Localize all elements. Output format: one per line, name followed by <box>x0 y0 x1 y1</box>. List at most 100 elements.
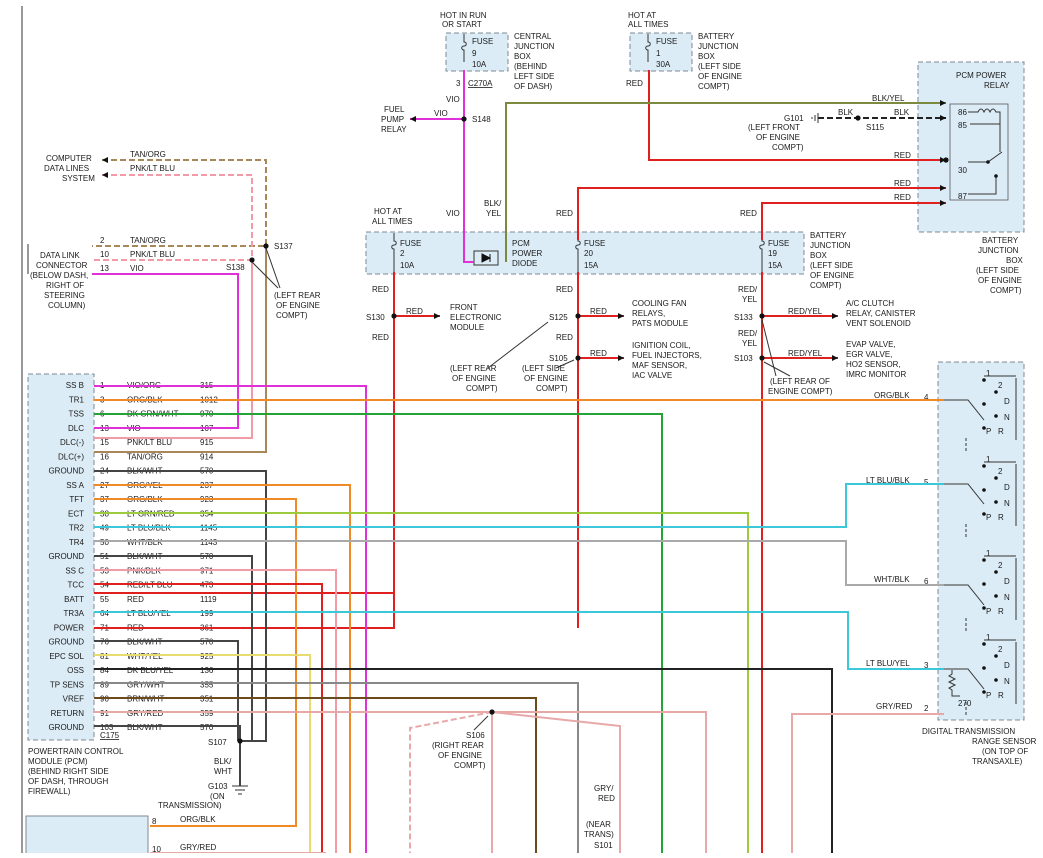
dlc-5: COLUMN) <box>48 301 86 310</box>
pcm-connector-box <box>27 373 95 741</box>
fuel-pump-line-2: RELAY <box>381 125 407 134</box>
top-labels: HOT IN RUN OR START HOT AT ALL TIMES FUS… <box>381 11 742 218</box>
sensor-labels: ORG/BLK 4 LT BLU/BLK 5 WHT/BLK 6 LT BLU/… <box>866 391 1037 766</box>
fuse1-symbol <box>645 34 651 62</box>
bjb-top-line-4: OF ENGINE <box>698 72 742 81</box>
pcm-row-pin: 50 <box>100 538 109 547</box>
pcm-row-circuit: 915 <box>200 438 214 447</box>
tanorg-top: TAN/ORG <box>130 150 166 159</box>
computer-2: SYSTEM <box>62 174 95 183</box>
wire-red-87-a <box>577 187 946 240</box>
ground-g103-icon <box>232 785 248 795</box>
pcm-row-label: OSS <box>67 666 84 675</box>
sensor-ltblublk: LT BLU/BLK <box>866 476 910 485</box>
switch-contact-dot <box>994 654 998 658</box>
fuse20-rating: 15A <box>584 261 599 270</box>
bottom-red: RED <box>598 794 615 803</box>
bottom-gry: GRY/ <box>594 784 614 793</box>
fuse9-symbol <box>461 34 467 62</box>
fuse1-number: 1 <box>656 49 661 58</box>
mid-note-rear2-1: ENGINE COMPT) <box>768 387 833 396</box>
mid-fuse-symbols <box>391 233 765 273</box>
evap-1: EGR VALVE, <box>846 350 892 359</box>
relay-coil-icon <box>968 108 1001 125</box>
wire-blkwht-gnd103 <box>94 725 241 741</box>
splice-s148 <box>461 116 467 122</box>
pcm-row-label: GROUND <box>48 467 84 476</box>
splice-s137 <box>263 243 269 249</box>
mid-bjb-5: COMPT) <box>810 281 842 290</box>
pcm-row-label: TR3A <box>64 609 85 618</box>
diode-icon <box>481 253 492 263</box>
pcm-row-label: ECT <box>68 509 84 518</box>
gear-label-2: 2 <box>998 381 1003 390</box>
pcm-row-pin: 103 <box>100 723 114 732</box>
gear-label-N: N <box>1004 413 1010 422</box>
mid-bjb-1: JUNCTION <box>810 241 851 250</box>
wire-orgblk-tft <box>94 498 297 827</box>
pcm-row-pin: 89 <box>100 680 109 689</box>
s137-label: S137 <box>274 242 293 251</box>
bottom-pin-8: 8 <box>152 817 157 826</box>
s106-note-0: (RIGHT REAR <box>432 741 484 750</box>
resistor-270: 270 <box>958 699 972 708</box>
wire-whtblk-tr4 <box>94 540 944 586</box>
wire-tanorg-pcm <box>94 246 267 453</box>
fuse20-label: FUSE <box>584 239 605 248</box>
fuse9-number: 9 <box>472 49 477 58</box>
gear-label-P: P <box>986 691 991 700</box>
gear-label-D: D <box>1004 397 1010 406</box>
sensor-whtblk: WHT/BLK <box>874 575 910 584</box>
pcm-row-label: POWER <box>54 623 84 632</box>
dlc-0: DATA LINK <box>40 251 80 260</box>
mid-labels: HOT AT ALL TIMES FUSE 2 10A FUSE 20 15A … <box>366 199 916 396</box>
wire-blkwht-gnd76 <box>94 640 239 741</box>
evap-2: HO2 SENSOR, <box>846 360 901 369</box>
battery-junction-box-middle <box>365 231 805 275</box>
g103-label: G103 <box>208 782 228 791</box>
mid-note-side-1: OF ENGINE <box>524 374 568 383</box>
splice-s115 <box>855 115 861 121</box>
ac-1: RELAY, CANISTER <box>846 309 916 318</box>
vio-label-lower: VIO <box>446 209 460 218</box>
dlc-pin-13-color: VIO <box>130 264 144 273</box>
red-below-s130: RED <box>372 333 389 342</box>
wire-gryred-s106-right <box>492 711 707 853</box>
left-note-leader <box>251 247 281 289</box>
bottom-labels: S106 (RIGHT REAR OF ENGINE COMPT) GRY/ R… <box>152 731 615 854</box>
ac-0: A/C CLUTCH <box>846 299 894 308</box>
gear-label-R: R <box>998 691 1004 700</box>
relay-pivot-dot <box>986 160 990 164</box>
relay-red-87b: RED <box>894 193 911 202</box>
gear-label-N: N <box>1004 593 1010 602</box>
ac-2: VENT SOLENOID <box>846 319 911 328</box>
fuse20-symbol <box>575 233 581 273</box>
sensor-pin-5: 5 <box>924 478 929 487</box>
redyel-s103-out: RED/YEL <box>788 349 823 358</box>
splice-relay-pin-30 <box>943 157 949 163</box>
pcm-row-pin: 84 <box>100 666 109 675</box>
c270a-label: C270A <box>468 79 493 88</box>
switch-contact-dot <box>994 500 998 504</box>
splice-s105 <box>575 355 581 361</box>
ignition-3: IAC VALVE <box>632 371 672 380</box>
wire-gryred-to-sensor <box>791 713 944 853</box>
arrow-s105 <box>618 355 624 361</box>
left-note-0: (LEFT REAR <box>274 291 321 300</box>
cjb-line-5: OF DASH) <box>514 82 553 91</box>
gear-label-R: R <box>998 513 1004 522</box>
pcm-row-color: WHT/BLK <box>127 538 163 547</box>
relay-contact-dot <box>994 174 998 178</box>
mid-bjb-3: (LEFT SIDE <box>810 261 853 270</box>
dlc-1: CONNECTOR <box>36 261 88 270</box>
mid-note-leader <box>487 321 575 369</box>
blk-yel-1: YEL <box>486 209 502 218</box>
wire-red-top-30a <box>648 70 946 161</box>
fuse19-symbol <box>759 233 765 273</box>
bottom-pin-10: 10 <box>152 845 161 853</box>
wire-pnkltblu-computer <box>92 174 253 261</box>
or-start-label: OR START <box>442 20 482 29</box>
